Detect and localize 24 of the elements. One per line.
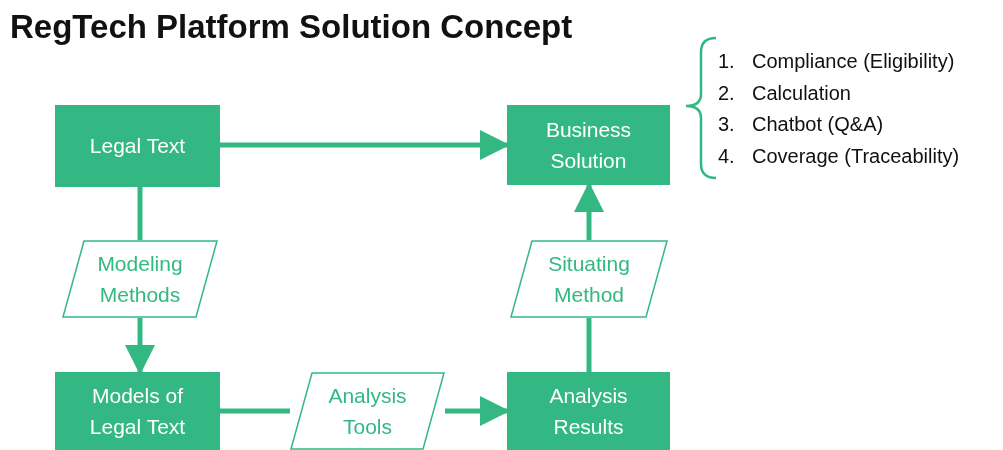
- list-item: Calculation: [752, 81, 851, 105]
- arrow: [125, 318, 155, 375]
- list-item: Compliance (Eligibility): [752, 50, 955, 73]
- process-box: [507, 105, 670, 185]
- data-parallelogram: [290, 372, 445, 450]
- list-number: 4.: [718, 144, 735, 168]
- list-number: 2.: [718, 81, 735, 105]
- node-label: Analysis Results: [548, 382, 629, 440]
- list-number: 1.: [718, 50, 735, 73]
- list-number: 3.: [718, 113, 735, 136]
- process-box: [55, 372, 220, 450]
- process-box: [507, 372, 670, 450]
- list-item: Coverage (Traceability): [752, 144, 960, 168]
- node-label: Situating Method: [547, 250, 631, 308]
- node-label: Legal Text: [88, 133, 187, 160]
- diagram-title: RegTech Platform Solution Concept: [10, 8, 573, 46]
- process-box: [55, 105, 220, 187]
- node-label: Modeling Methods: [96, 250, 184, 308]
- data-parallelogram: [62, 240, 218, 318]
- data-parallelogram: [510, 240, 668, 318]
- node-label: Analysis Tools: [327, 382, 408, 440]
- list-item: Chatbot (Q&A): [752, 113, 884, 136]
- node-label: Business Solution: [544, 116, 633, 174]
- node-label: Models of Legal Text: [88, 382, 187, 440]
